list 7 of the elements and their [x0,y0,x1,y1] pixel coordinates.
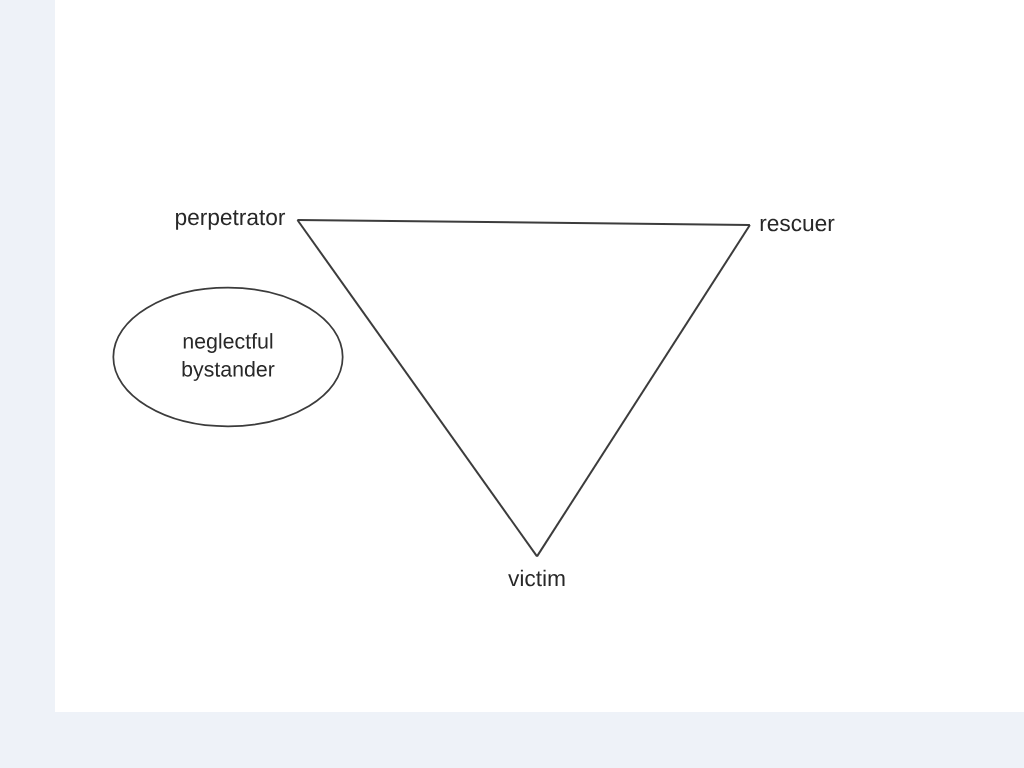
triangle-side [536,224,751,558]
vertex-label: perpetrator [176,210,286,230]
ellipse-node: neglectful bystander [112,286,344,428]
vertex-label: rescuer [760,218,835,232]
vertex-label: victim [508,569,565,587]
triangle-side [296,219,751,226]
triangle-side [296,219,538,558]
